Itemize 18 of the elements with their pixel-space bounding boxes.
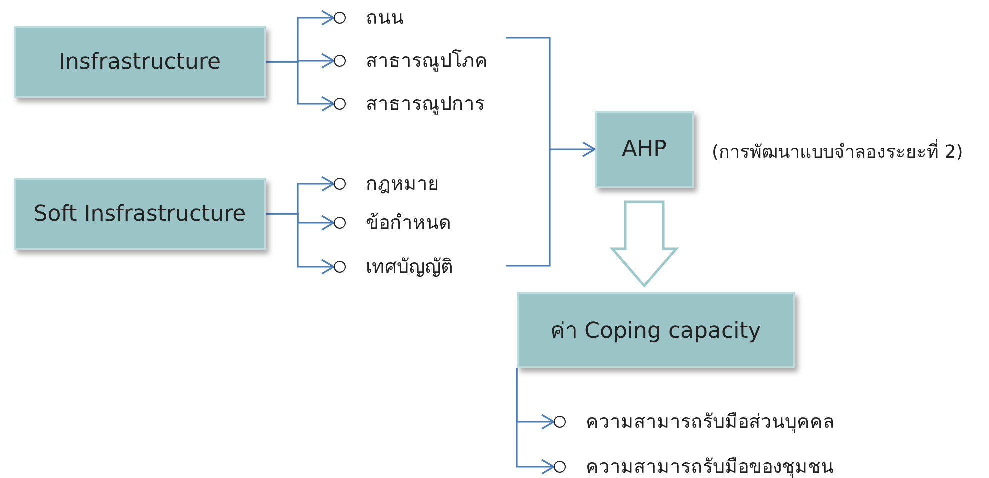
note-text: (การพัฒนาแบบจำลองระยะที่ 2) (712, 138, 964, 164)
list-item-text: กฎหมาย (366, 172, 439, 197)
list-item-text: ข้อกำหนด (366, 211, 451, 236)
list-item-text: ถนน (366, 6, 404, 31)
list-item-text: สาธารณูปการ (366, 92, 485, 117)
list-item-text: ความสามารถรับมือส่วนบุคคล (586, 410, 835, 435)
arrow (266, 61, 335, 112)
list-item-text: สาธารณูปโภค (366, 48, 488, 74)
block-arrow (610, 200, 680, 288)
arrow (266, 213, 335, 275)
process-box: Soft Insfrastructure (14, 178, 266, 250)
list-item-text: เทศบัญญัติ (366, 255, 453, 280)
process-box: ค่า Coping capacity (517, 292, 795, 368)
list-item-text: ความสามารถรับมือของชุมชน (586, 455, 834, 478)
arrow (505, 37, 596, 267)
process-box: Insfrastructure (14, 26, 266, 98)
arrow (516, 368, 555, 475)
process-box: AHP (595, 111, 694, 188)
